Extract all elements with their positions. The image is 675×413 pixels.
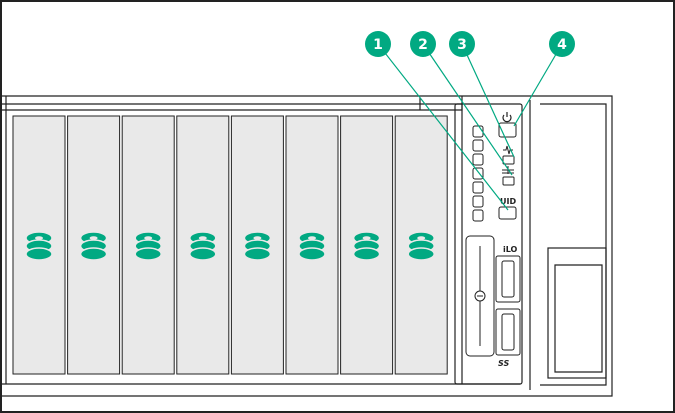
usb3-port[interactable]: SS [495, 308, 521, 368]
drive-bay[interactable] [285, 115, 339, 375]
power-icon [502, 112, 512, 123]
drive-stack-icon [407, 231, 435, 261]
drive-stack-icon [134, 231, 162, 261]
chassis [0, 95, 613, 397]
callout-1-label: 1 [373, 37, 383, 53]
callout-leaders [377, 43, 563, 211]
drive-bay[interactable] [121, 115, 175, 375]
ilo-usb-port[interactable]: iLO [495, 245, 521, 303]
led-column [472, 125, 484, 222]
uid-button[interactable]: UID [498, 197, 517, 220]
drive-bay[interactable] [340, 115, 394, 375]
front-port-slot [465, 235, 495, 357]
drive-stack-icon [352, 231, 381, 261]
callout-3-label: 3 [457, 37, 467, 53]
drive-stack-icon [79, 231, 108, 261]
drive-stack-icon [243, 231, 272, 261]
callout-2-label: 2 [418, 37, 428, 53]
ilo-label: iLO [503, 245, 518, 254]
uid-label: UID [500, 197, 516, 206]
drive-stack-icon [189, 231, 217, 261]
drive-bay[interactable] [176, 115, 230, 375]
drive-stack-icon [25, 231, 53, 261]
drive-bay[interactable] [230, 115, 284, 375]
callout-2: 2 [410, 31, 436, 57]
usb3-label: SS [498, 359, 509, 368]
drive-bay[interactable] [394, 115, 448, 375]
drive-bay[interactable] [67, 115, 121, 375]
drive-bay[interactable] [12, 115, 66, 375]
health-led [502, 145, 515, 165]
callout-3: 3 [449, 31, 475, 57]
drive-bays [12, 115, 448, 375]
callout-1: 1 [365, 31, 391, 57]
callout-4: 4 [549, 31, 575, 57]
power-button[interactable] [498, 112, 517, 138]
callout-4-label: 4 [557, 37, 567, 53]
drive-stack-icon [298, 231, 326, 261]
